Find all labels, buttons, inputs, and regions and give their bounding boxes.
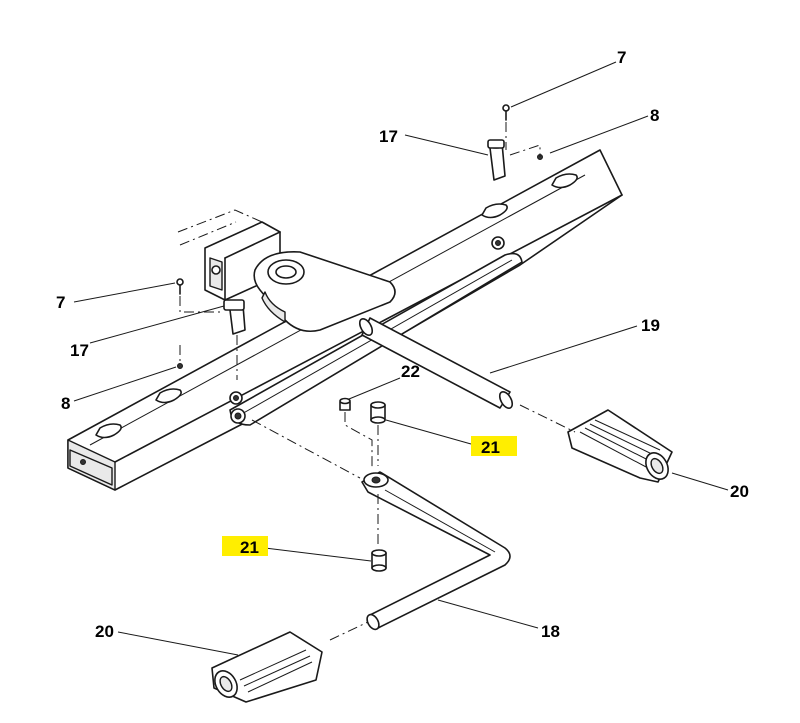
part-17-top-pin [487, 139, 506, 181]
part-19-shaft [358, 317, 514, 409]
part-8-left-ball [177, 363, 183, 369]
callout-21-lower-highlight [222, 536, 268, 556]
callout-21-lower: 21 [240, 538, 259, 557]
part-7-top-screw [502, 104, 510, 121]
part-17-left-pin [223, 299, 246, 335]
callout-19: 19 [641, 316, 660, 335]
callout-8-left: 8 [61, 394, 70, 413]
part-18-pedal-arm [361, 471, 511, 631]
callout-22: 22 [401, 362, 420, 381]
callout-20-right: 20 [730, 482, 749, 501]
callout-21-upper: 21 [481, 438, 500, 457]
callout-7-left: 7 [56, 293, 65, 312]
slot-icon [551, 173, 578, 189]
part-22-fitting [339, 397, 351, 411]
callout-17-top: 17 [379, 127, 398, 146]
callout-18: 18 [541, 622, 560, 641]
callout-17-left: 17 [70, 341, 89, 360]
part-21-lower-bushing [371, 549, 387, 572]
part-20-left-pedal [211, 631, 323, 703]
pivot-plate [253, 251, 396, 333]
part-21-upper-bushing [370, 401, 386, 424]
leader-lines [73, 61, 729, 656]
callout-7-top: 7 [617, 48, 626, 67]
slot-icon [481, 203, 508, 219]
callout-20-left: 20 [95, 622, 114, 641]
slot-icon [95, 423, 122, 439]
part-20-right-pedal [567, 409, 673, 483]
callout-21-upper-highlight [471, 436, 517, 456]
slot-icon [155, 388, 182, 404]
assembly-lines [179, 122, 576, 641]
callout-8-top: 8 [650, 106, 659, 125]
part-7-left-screw [176, 278, 184, 295]
